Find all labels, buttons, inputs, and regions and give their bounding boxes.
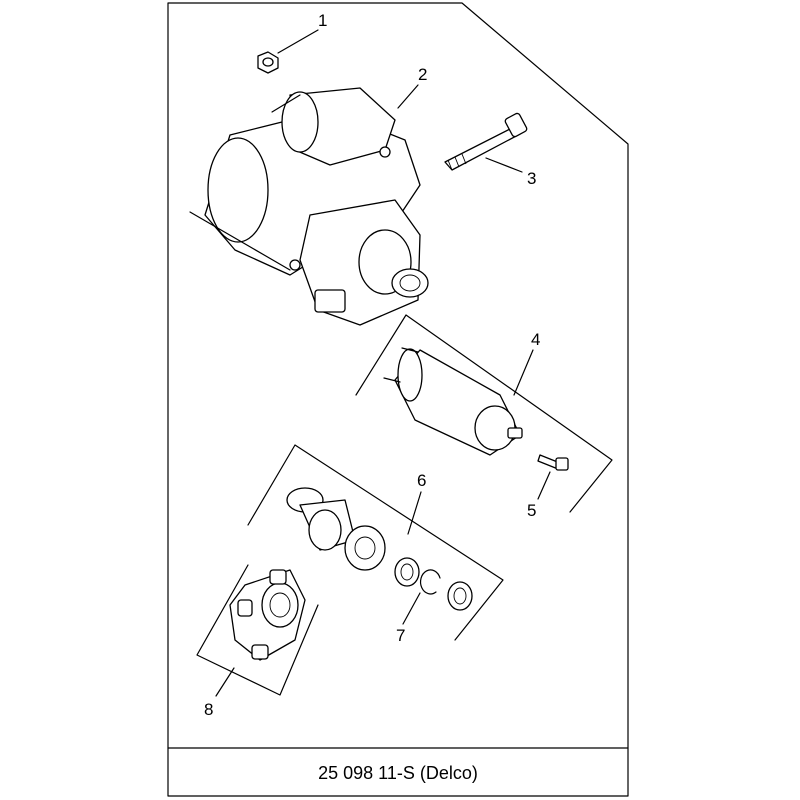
- leader-2: [397, 84, 419, 109]
- leader-8: [215, 667, 235, 697]
- leader-4: [513, 349, 534, 396]
- solenoid-group-frame: [355, 314, 613, 513]
- part-washers-retaining-ring: [394, 557, 473, 611]
- part-through-bolt: [444, 112, 528, 171]
- part-solenoid: [383, 347, 523, 456]
- part-number-caption: 25 098 11-S (Delco): [318, 762, 478, 783]
- callout-6: 6: [417, 471, 426, 490]
- leader-5: [537, 471, 551, 500]
- diagram-frame: [167, 2, 629, 797]
- drive-group-frame: [247, 444, 504, 641]
- part-screw: [537, 454, 569, 471]
- callout-5: 5: [527, 501, 536, 520]
- callout-2: 2: [418, 65, 427, 84]
- callout-8: 8: [204, 700, 213, 719]
- leader-1: [277, 29, 319, 54]
- callout-1: 1: [318, 11, 327, 30]
- brush-holder-frame: [196, 564, 319, 696]
- part-nut: [257, 51, 279, 74]
- part-drive-pinion: [286, 487, 386, 571]
- leader-3: [485, 157, 523, 173]
- callout-4: 4: [531, 330, 540, 349]
- callout-7: 7: [396, 626, 405, 645]
- callout-3: 3: [527, 169, 536, 188]
- leader-6: [407, 491, 422, 535]
- part-starter-motor: [189, 87, 429, 326]
- leader-7: [402, 592, 421, 625]
- part-brush-holder: [229, 569, 306, 661]
